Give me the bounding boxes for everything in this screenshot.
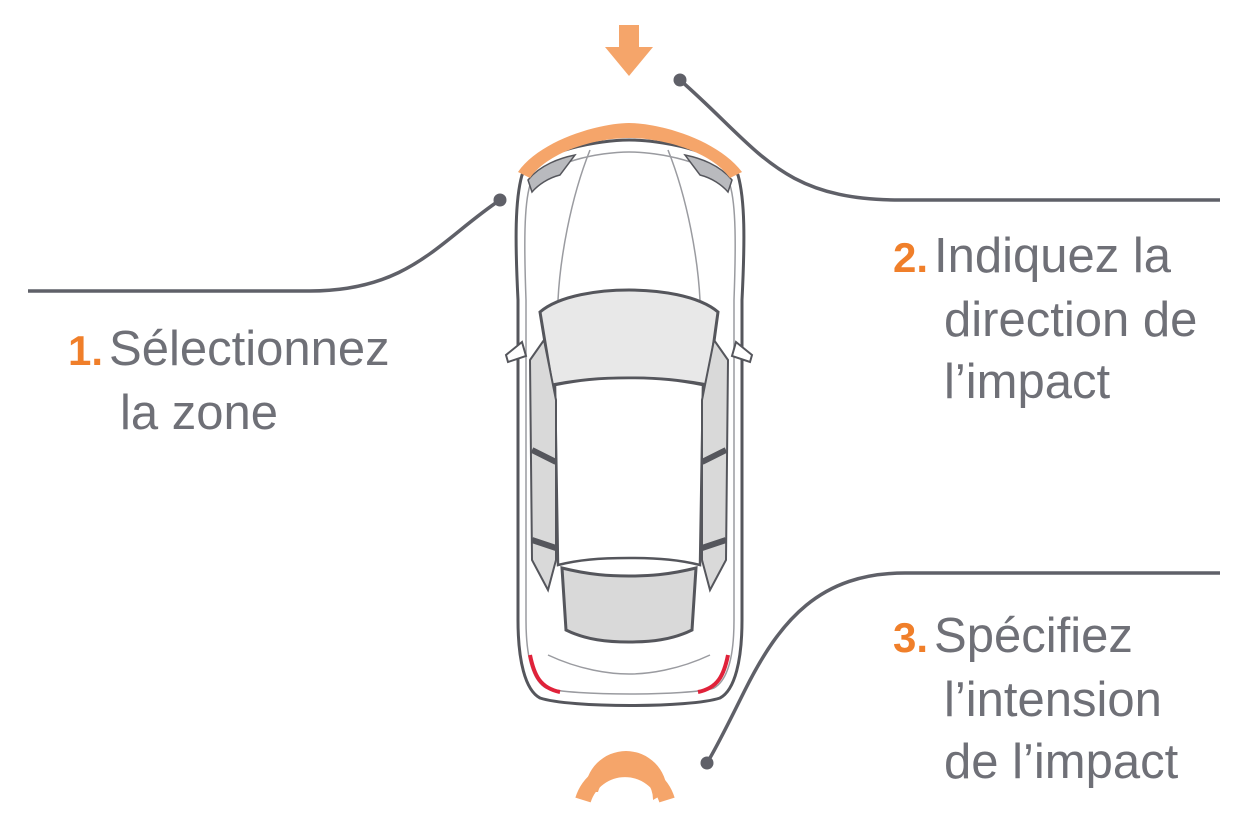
step-2-line-1: Indiquez la xyxy=(934,229,1172,283)
step-1-line-1: Sélectionnez xyxy=(109,322,390,376)
callout-line-3 xyxy=(700,571,1220,770)
step-3-line-2: l’intension xyxy=(944,673,1162,727)
step-3-line-1: Spécifiez xyxy=(934,609,1133,663)
step-2-line-3: l’impact xyxy=(944,355,1111,409)
step-2-line-2: direction de xyxy=(944,293,1198,347)
step-3-label: 3.Spécifiez l’intension de l’impact xyxy=(893,605,1178,793)
step-1-line-2: la zone xyxy=(120,386,279,440)
tail-light-left-icon xyxy=(528,654,561,694)
step-3-line-3: de l’impact xyxy=(944,735,1179,789)
step-2-label: 2.Indiquez la direction de l’impact xyxy=(893,225,1197,413)
step-1-number: 1. xyxy=(68,327,104,374)
callout-dot-2-icon xyxy=(673,73,687,87)
semicircle-gauge-icon[interactable] xyxy=(585,751,667,800)
callout-line-2 xyxy=(673,73,1220,202)
tail-light-right-icon xyxy=(697,654,730,694)
front-bumper-zone[interactable] xyxy=(518,123,742,178)
car-top-view-icon[interactable] xyxy=(504,123,754,707)
step-3-number: 3. xyxy=(893,614,929,661)
callout-dot-3-icon xyxy=(700,756,714,770)
step-2-number: 2. xyxy=(893,234,929,281)
callout-line-1 xyxy=(28,193,507,293)
gauge-arc xyxy=(575,761,675,803)
callout-dot-1-icon xyxy=(493,193,507,207)
arrow-down-icon[interactable] xyxy=(605,25,653,76)
step-1-label: 1.Sélectionnez la zone xyxy=(68,318,390,444)
